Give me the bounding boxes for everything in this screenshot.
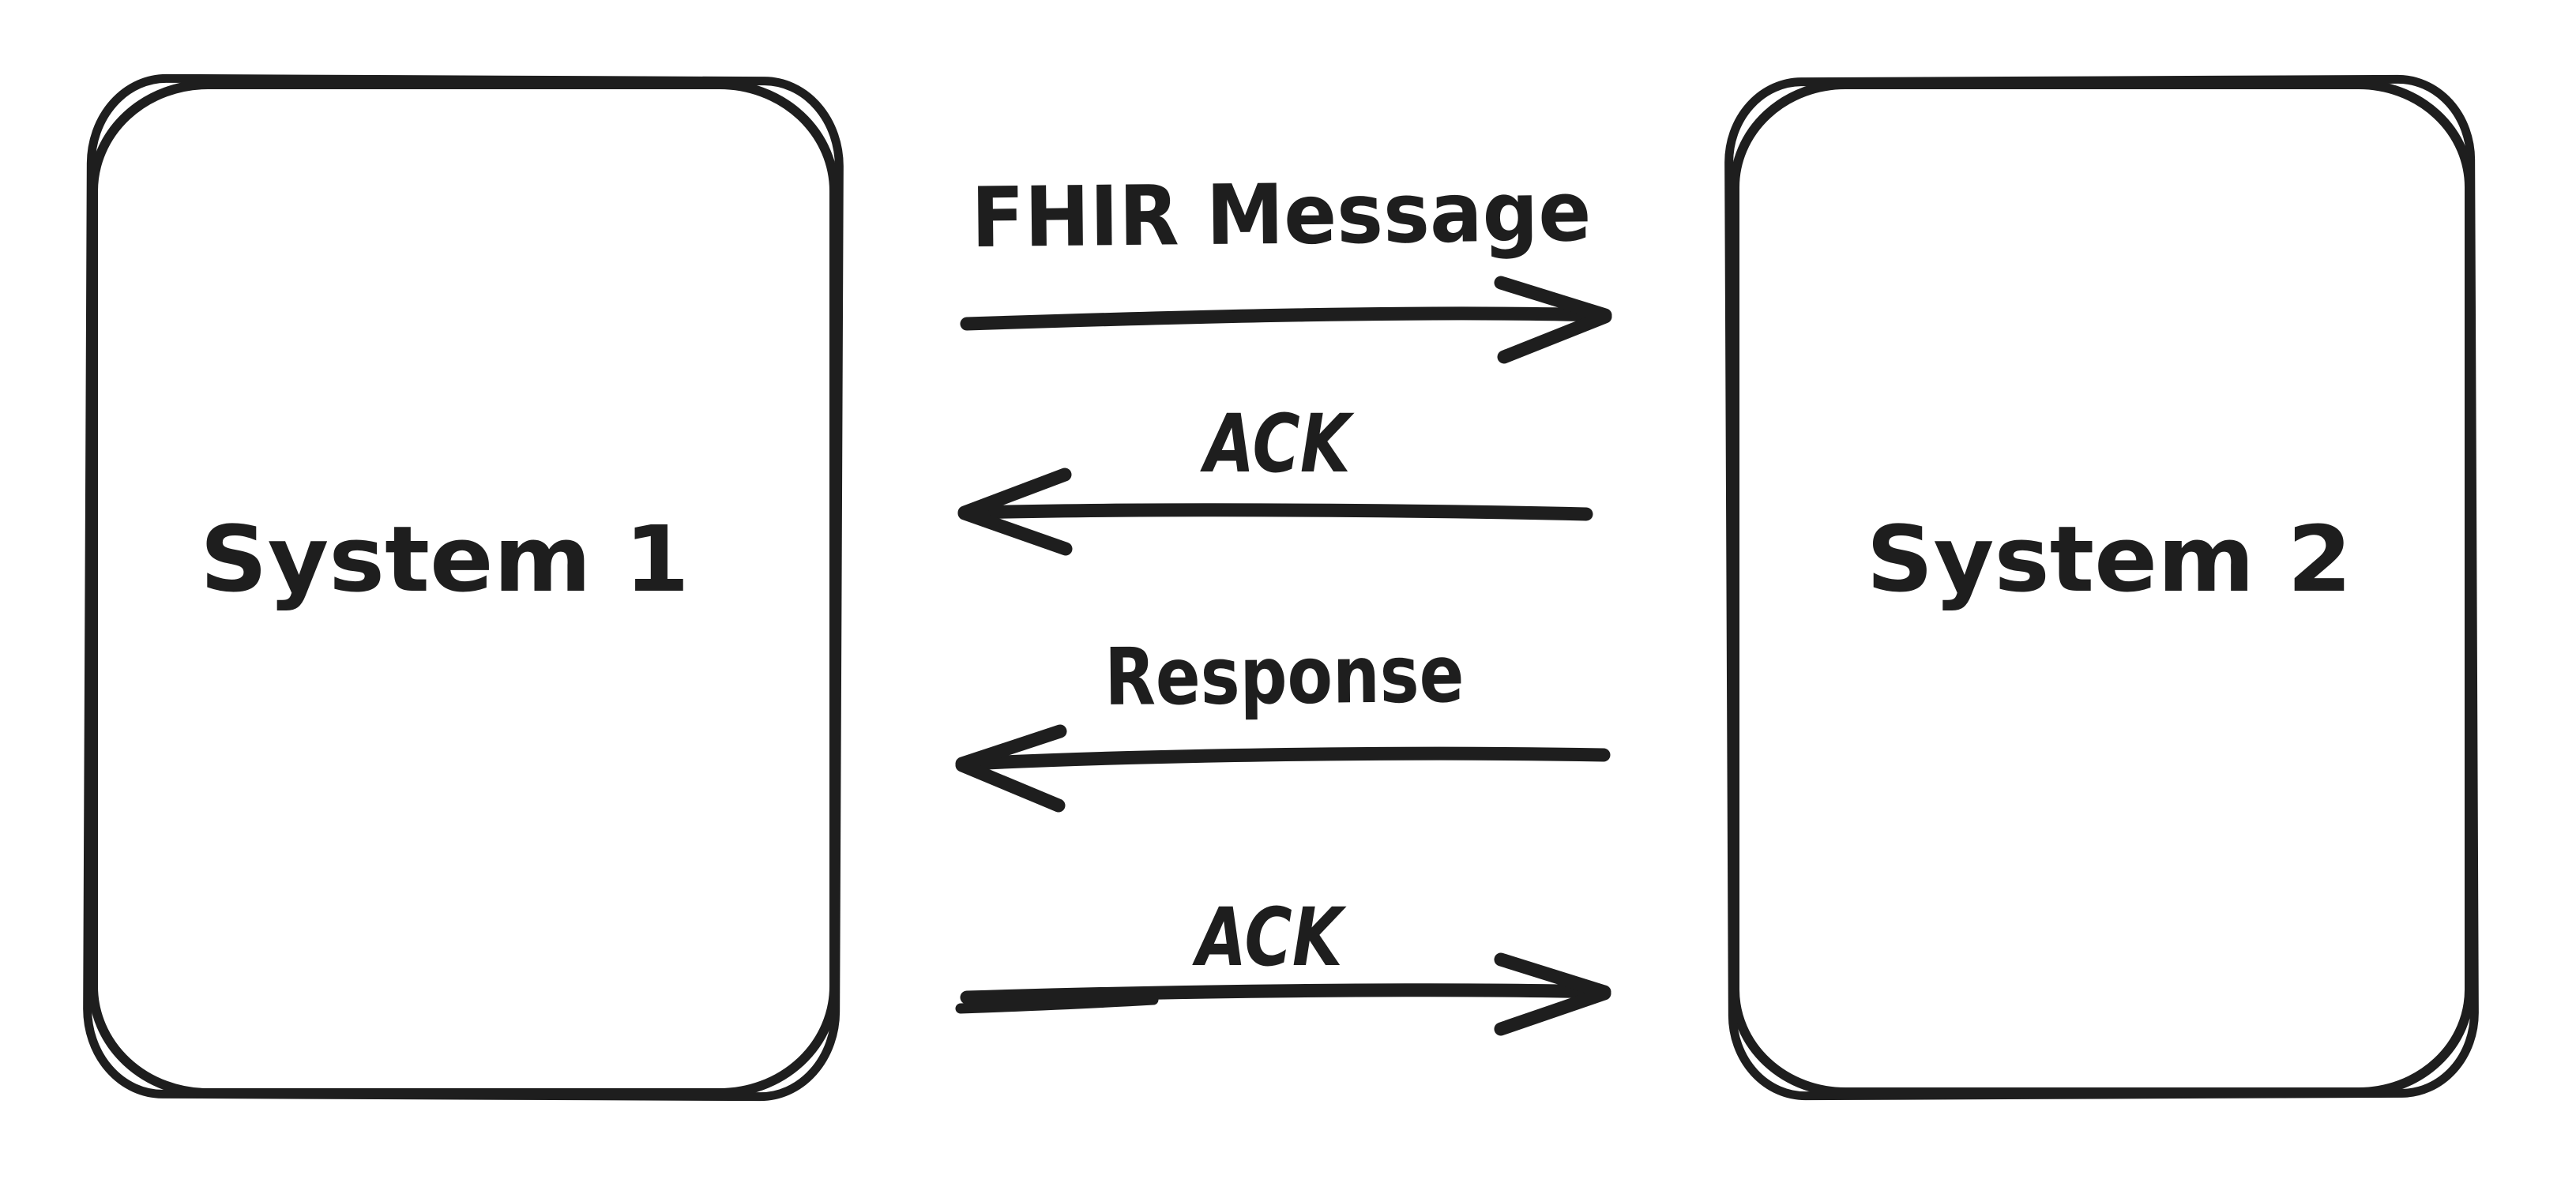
ack-1-arrowhead-left-icon [957, 468, 1073, 556]
ack-1-arrow: ACK [957, 397, 1593, 556]
system-2-box-outline-sketch [1724, 74, 2479, 1101]
ack-2-arrowhead-right-icon [1494, 952, 1611, 1036]
ack-2-arrow-line-sketch [955, 994, 1159, 1014]
ack-1-label: ACK [1200, 397, 1355, 491]
fhir-message-arrow-line [960, 306, 1608, 331]
fhir-message-arrow: FHIR Message [960, 163, 1612, 364]
ack-1-arrow-line [966, 503, 1593, 521]
system-1-box: System 1 [83, 73, 844, 1102]
response-arrow: Response [955, 628, 1611, 813]
system-2-box: System 2 [1724, 74, 2479, 1101]
fhir-message-label: FHIR Message [971, 163, 1592, 266]
ack-2-label: ACK [1192, 891, 1347, 985]
response-arrowhead-left-icon [955, 724, 1067, 813]
system-1-box-outline-sketch [83, 73, 844, 1102]
response-arrow-line [963, 746, 1611, 771]
fhir-message-arrowhead-right-icon [1494, 276, 1612, 364]
response-label: Response [1104, 628, 1465, 723]
system-1-label: System 1 [200, 507, 690, 613]
ack-2-arrow-line [960, 983, 1608, 1005]
ack-2-arrow: ACK [955, 891, 1611, 1036]
system-2-label: System 2 [1867, 507, 2352, 613]
